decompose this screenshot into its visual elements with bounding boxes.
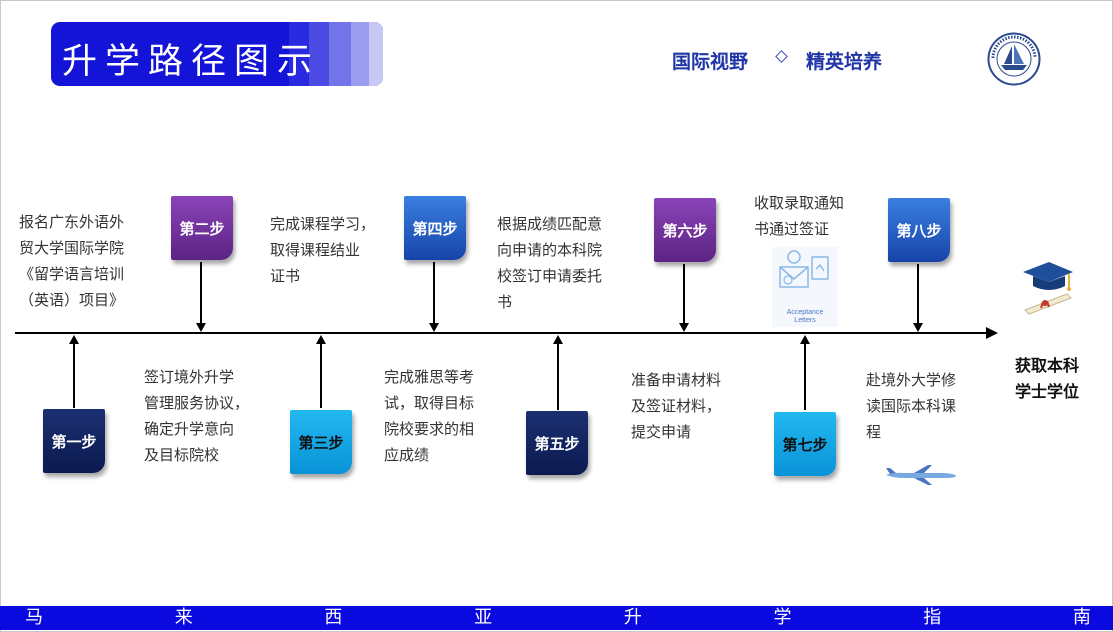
step-4-desc: 完成雅思等考试，取得目标院校要求的相应成绩 [384,368,475,464]
timeline-axis [15,332,990,334]
footer-banner: 马 来 西 亚 升 学 指 南 [0,606,1113,630]
svg-text:Acceptance: Acceptance [787,309,824,316]
acceptance-letters-icon: Acceptance Letters [772,247,838,327]
step-4-badge: 第四步 [404,196,466,260]
svg-text:Letters: Letters [794,317,816,324]
step-3-badge: 第三步 [290,410,352,474]
footer-char: 西 [324,607,343,628]
step-2-desc: 报名广东外语外贸大学国际学院《留学语言培训（英语）项目》 [19,213,125,309]
step-2-badge: 第二步 [171,196,233,260]
arrow-down-6 [679,323,689,332]
footer-char: 来 [174,607,193,628]
arrow-down-4 [429,323,439,332]
connector-8 [917,264,919,324]
footer-char: 升 [623,607,642,628]
slogan-right: 精英培养 [806,51,883,73]
slogan-left: 国际视野 [672,51,749,73]
step-8-badge: 第八步 [888,198,950,262]
step-3-desc: 完成课程学习，取得课程结业证书 [270,215,376,285]
connector-7 [804,342,806,410]
step-1-desc: 签订境外升学管理服务协议，确定升学意向及目标院校 [144,368,250,464]
timeline-arrowhead [986,327,998,339]
graduation-cap-icon [1023,262,1073,315]
step-5-badge: 第五步 [526,411,588,475]
connector-5 [557,342,559,410]
arrow-down-8 [913,323,923,332]
arrow-up-5 [553,335,563,344]
diploma-scroll-icon [1024,293,1072,315]
connector-6 [683,264,685,324]
page-title: 升学路径图示 [62,42,321,82]
title-banner [51,22,383,86]
step-8-desc: 赴境外大学修读国际本科课程 [866,371,957,441]
arrow-up-3 [316,335,326,344]
connector-4 [433,262,435,324]
footer-char: 马 [25,607,43,628]
footer-char: 亚 [474,607,493,628]
connector-2 [200,262,202,324]
arrow-down-2 [196,323,206,332]
footer-char: 南 [1072,607,1091,628]
step-5-desc: 根据成绩匹配意向申请的本科院校签订申请委托书 [497,215,603,311]
arrow-up-7 [800,335,810,344]
airplane-icon [886,465,956,485]
footer-char: 指 [923,607,942,628]
step-6-desc: 准备申请材料及签证材料，提交申请 [631,371,722,441]
step-7-badge: 第七步 [774,412,836,476]
footer-char: 学 [773,607,792,628]
step-6-badge: 第六步 [654,198,716,262]
step-7-desc: 收取录取通知书通过签证 [754,194,845,238]
connector-1 [73,342,75,408]
arrow-up-1 [69,335,79,344]
center-logo-icon [987,32,1041,86]
connector-3 [320,342,322,408]
final-outcome: 获取本科学士学位 [1015,356,1080,401]
step-1-badge: 第一步 [43,409,105,473]
